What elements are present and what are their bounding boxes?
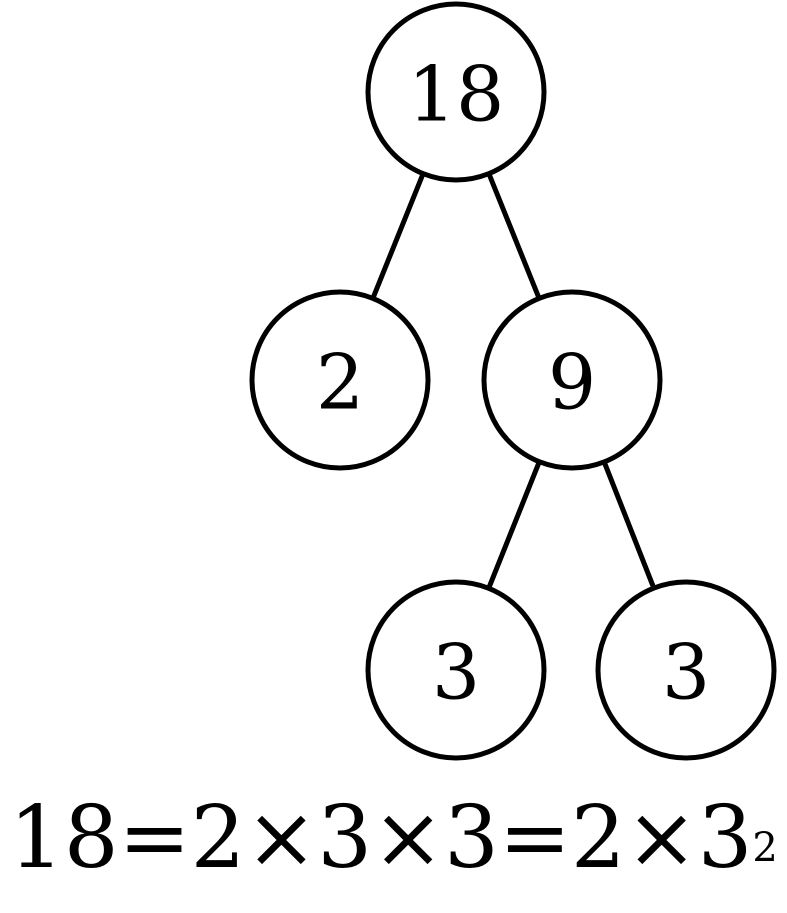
tree-node: 3 <box>365 579 547 761</box>
tree-node: 3 <box>595 579 777 761</box>
node-circle <box>365 1 547 183</box>
node-circle <box>365 579 547 761</box>
tree-edge <box>486 171 542 301</box>
equation-main: 18=2×3×3=2×3 <box>9 788 753 888</box>
tree-edge <box>486 459 542 591</box>
node-value: 2 <box>316 338 364 427</box>
tree-node: 9 <box>481 289 663 471</box>
node-value: 9 <box>548 338 596 427</box>
equation-exponent: 2 <box>752 825 778 871</box>
node-circle <box>481 289 663 471</box>
node-value: 18 <box>408 50 505 139</box>
node-circle <box>595 579 777 761</box>
tree-node: 2 <box>249 289 431 471</box>
tree-edges <box>370 171 657 591</box>
node-circle <box>249 289 431 471</box>
node-value: 3 <box>662 628 710 717</box>
tree-node: 18 <box>365 1 547 183</box>
tree-edge <box>370 171 426 301</box>
tree-edge <box>601 459 657 591</box>
tree-nodes: 18 2 9 3 3 <box>249 1 777 761</box>
node-value: 3 <box>432 628 480 717</box>
